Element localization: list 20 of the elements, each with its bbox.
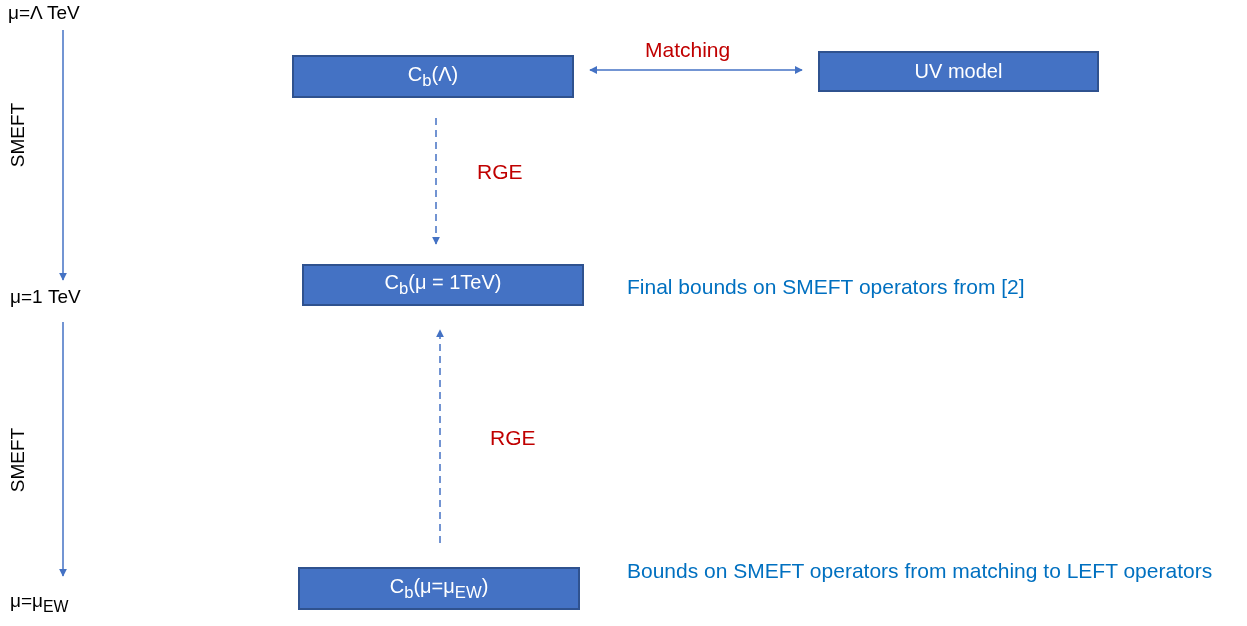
axis-label: SMEFT [7,102,30,168]
scale-label: μ=Λ TeV [8,2,80,24]
scale-label: μ=μ$_{EW}$ [10,590,69,616]
axis-label: SMEFT [7,427,30,493]
box-text: C$_{b}$(μ = 1TeV) [384,271,502,299]
coefficient-box [818,51,1099,92]
dashed-arrow [436,329,444,544]
coefficient-box [302,264,584,306]
dashed-arrow [432,117,440,245]
arrow [59,29,67,281]
annotation-text: Bounds on SMEFT operators from matching to LEFT operators [627,558,1214,584]
box-text: UV model [914,60,1003,83]
coefficient-box [298,567,580,610]
coefficient-box [292,55,574,98]
scale-label: μ=1 TeV [10,286,81,308]
arrow [589,66,803,74]
annotation-text: Final bounds on SMEFT operators from [2] [627,274,1026,300]
box-text: C$_{b}$(Λ) [407,62,459,91]
arrow [59,321,67,577]
box-text: C$_{b}$(μ=μ$_{EW}$) [389,574,489,603]
